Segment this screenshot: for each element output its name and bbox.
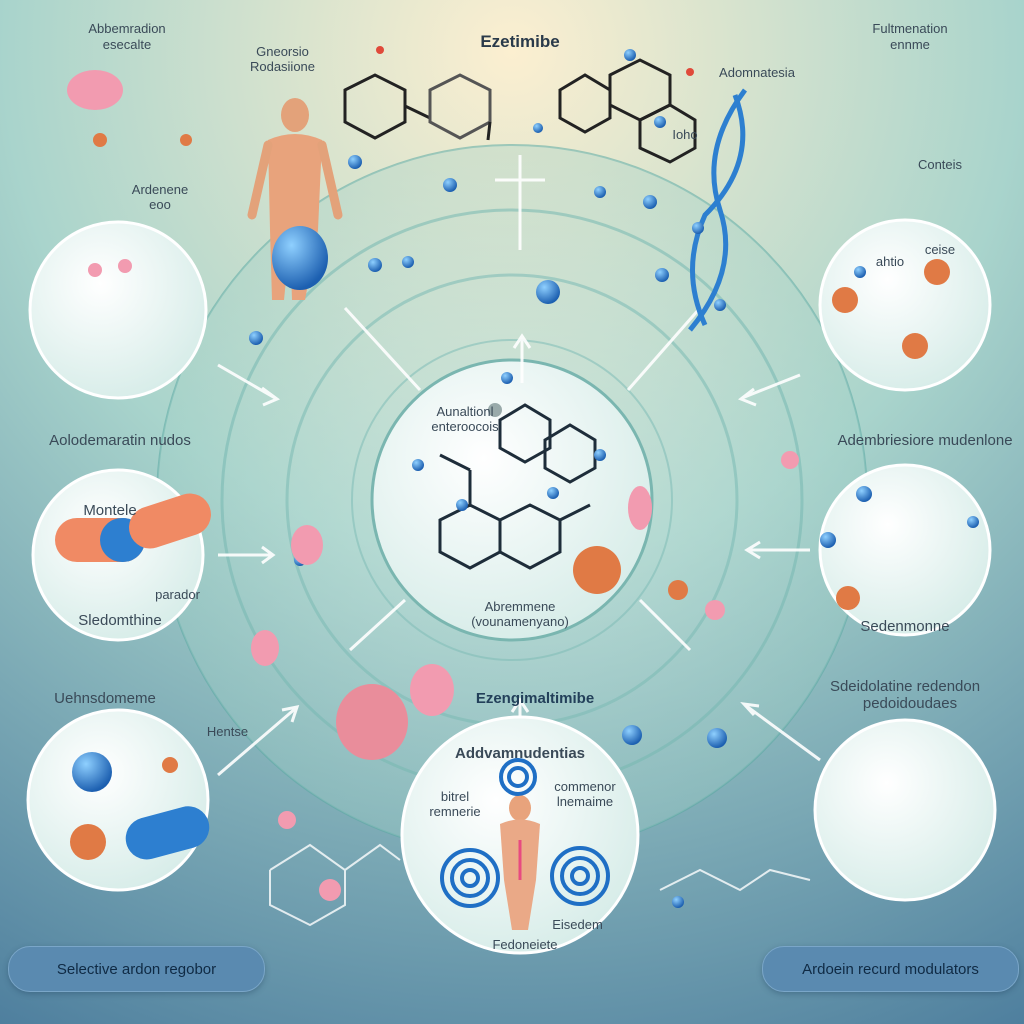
center-disc	[370, 358, 654, 642]
right-small-top-2: ahtio	[875, 254, 905, 269]
blue-atoms	[249, 49, 979, 908]
selective-receptor-button[interactable]: Selective ardon regobor	[8, 946, 265, 992]
top-right-small-label-2: Ioho	[672, 127, 698, 142]
bottom-left-label-2: remnerie	[429, 804, 481, 819]
helix-strand	[688, 88, 748, 332]
center-ring-label: Ezengimaltimibe	[475, 690, 595, 707]
center-orange-sphere	[573, 546, 621, 594]
top-right-side-label: Adomnatesia	[719, 65, 795, 80]
top-chemical-structure	[343, 58, 697, 164]
top-left-side-label-1: Ardenene	[131, 182, 189, 197]
capsule-lower	[72, 752, 210, 860]
center-gray-sphere	[488, 403, 502, 417]
center-bottom-label-1: Abremmene	[484, 599, 556, 614]
lower-lattice	[269, 843, 811, 927]
pink-accents	[67, 70, 799, 901]
right-section-label: Adembriesiore mudenlone	[837, 432, 1013, 449]
center-label-1: Aunaltionl	[436, 404, 494, 419]
chem-accents	[376, 46, 694, 76]
right-molecule-label: Sedenmonne	[860, 618, 950, 635]
capsule-label-2: Sledomthine	[78, 612, 162, 629]
arrows	[217, 155, 821, 777]
receptor-modulators-button[interactable]: Ardoein recurd modulators	[762, 946, 1019, 992]
top-left-label-1: Abbemradion	[88, 21, 166, 36]
right-lower-label-2: pedoidoudaes	[862, 695, 958, 712]
bottom-left-label-1: bitrel	[440, 789, 470, 804]
left-section-label: Aolodemaratin nudos	[49, 432, 191, 449]
left-lower-label: Uehnsdomeme	[54, 690, 156, 707]
top-right-label-1: Fultmenation	[872, 21, 948, 36]
left-lower-small-label: Hentse	[206, 724, 249, 739]
top-right-small-label: Conteis	[917, 157, 963, 172]
center-bottom-label-2: (vounamenyano)	[471, 614, 569, 629]
top-left-label-2: esecalte	[102, 37, 152, 52]
chem-label-1: Gneorsio	[256, 44, 309, 59]
right-small-top: ceise	[924, 242, 956, 257]
bottom-caption: Fedoneiete	[492, 937, 558, 952]
bottom-right-label-1: commenor	[554, 779, 616, 794]
capsule-left	[55, 493, 211, 562]
center-molecule	[438, 403, 597, 570]
bottom-right-label-2: lnemaime	[556, 794, 614, 809]
center-label-2: enteroocois	[431, 419, 499, 434]
page-title: Ezetimibe	[480, 32, 560, 51]
bottom-side-label: Eisedem	[552, 917, 603, 932]
top-left-side-label-2: eoo	[149, 197, 171, 212]
human-figure-bottom	[500, 795, 540, 930]
chem-label-2: Rodasiione	[249, 59, 316, 74]
right-lower-label-1: Sdeidolatine redendon	[829, 678, 981, 695]
blue-organ	[272, 226, 328, 290]
bottom-title: Addvamnudentias	[454, 745, 586, 762]
capsule-small-label: parador	[155, 587, 200, 602]
top-right-label-2: ennme	[890, 37, 930, 52]
blue-spirals	[440, 758, 610, 908]
capsule-label: Montele	[83, 502, 137, 519]
orange-accents	[70, 133, 950, 860]
